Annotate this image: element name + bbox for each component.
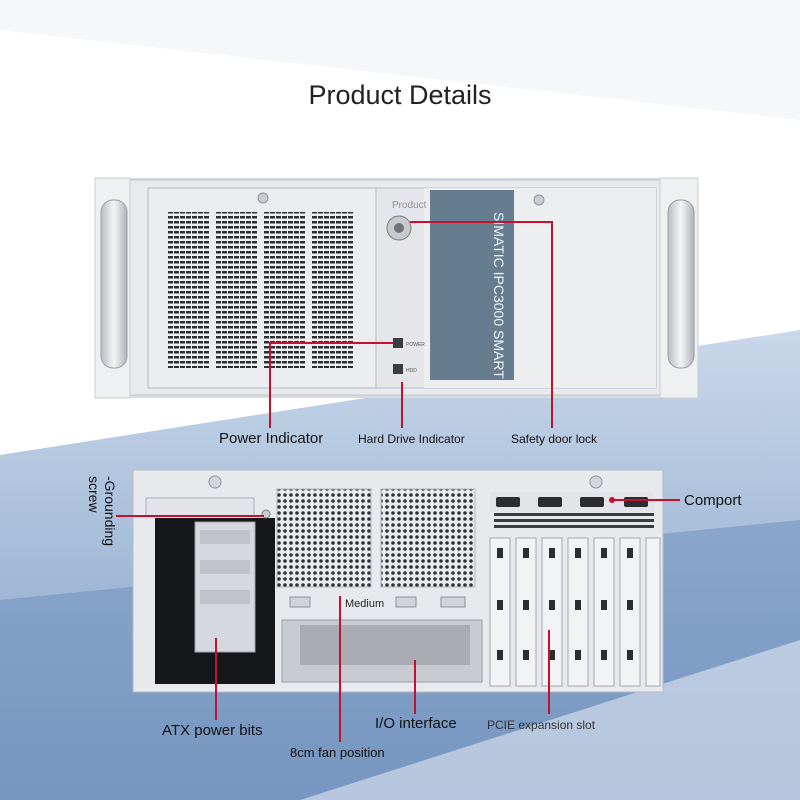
comport-label: Comport xyxy=(684,492,742,509)
safety-door-lock-label: Safety door lock xyxy=(511,432,598,446)
display-text: SIMATIC IPC3000 SMART xyxy=(491,212,507,379)
medium-label: Medium xyxy=(345,598,384,610)
lock-label: Product xyxy=(392,200,427,211)
io-interface-label: I/O interface xyxy=(375,715,457,732)
rear-chassis xyxy=(132,469,664,693)
front-chassis xyxy=(94,177,699,399)
hard-drive-indicator-label: Hard Drive Indicator xyxy=(358,432,465,446)
atx-power-bits-label: ATX power bits xyxy=(162,722,263,739)
pcie-expansion-slot-label: PCIE expansion slot xyxy=(487,718,596,732)
grounding-screw-label: -Grounding screw xyxy=(86,476,122,566)
callout-dot-comport xyxy=(609,497,615,503)
callout-line-safety-door-lock xyxy=(410,221,553,428)
grounding-screw-line2: screw xyxy=(86,476,102,513)
power-small-label: POWER xyxy=(406,342,425,348)
hdd-small-label: HDD xyxy=(406,368,417,374)
callout-lines xyxy=(116,221,680,742)
grounding-screw-line1: -Grounding xyxy=(102,476,118,547)
callout-line-power-indicator xyxy=(269,342,394,428)
page-title: Product Details xyxy=(308,80,492,110)
power-indicator-label: Power Indicator xyxy=(219,430,324,447)
fan-position-label: 8cm fan position xyxy=(290,745,385,760)
